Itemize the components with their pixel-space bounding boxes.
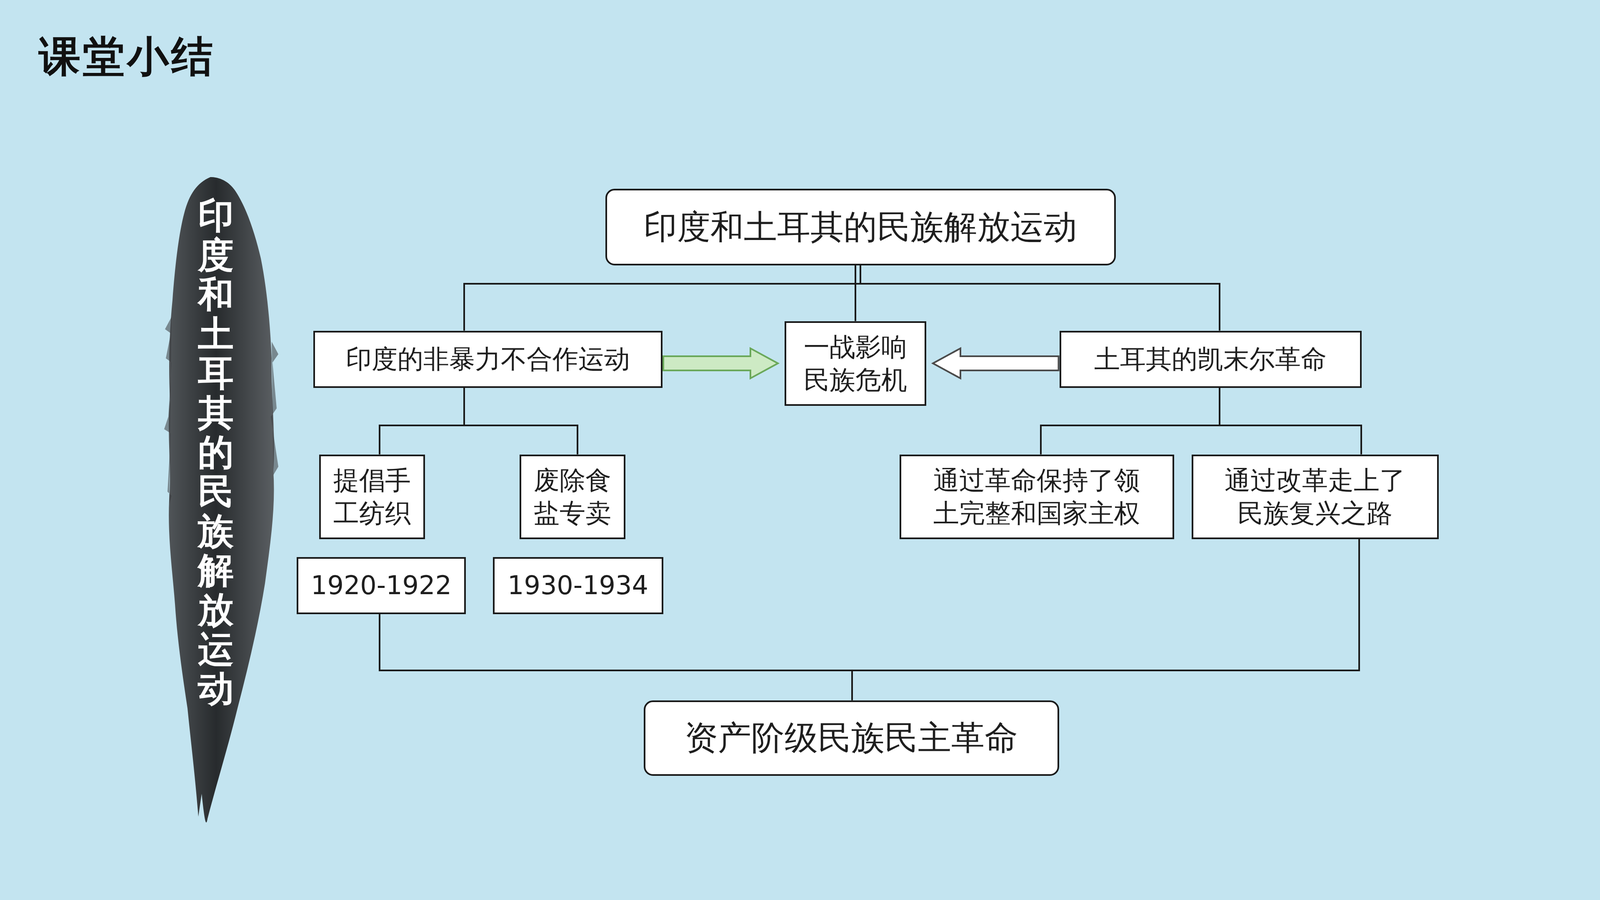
node-text: 资产阶级民族民主革命 [684, 716, 1018, 760]
tree-connector [852, 539, 1360, 701]
movement-box: 印度的非暴力不合作运动 [313, 330, 663, 388]
result-box: 通过改革走上了 民族复兴之路 [1191, 454, 1439, 540]
node-text: 一战影响 民族危机 [795, 330, 916, 397]
measure-box: 提倡手 工纺织 [319, 454, 425, 540]
tree-connector [854, 265, 857, 322]
result-box: 通过革命保持了领 土完整和国家主权 [899, 454, 1175, 540]
tree-connector [379, 387, 465, 455]
ink-brush-stroke [168, 177, 275, 823]
date-box: 1920-1922 [296, 557, 466, 615]
conclusion-box: 资产阶级民族民主革命 [643, 700, 1060, 776]
tree-connector [1040, 387, 1220, 455]
node-text: 土耳其的凯末尔革命 [1094, 342, 1327, 376]
node-text: 通过改革走上了 民族复兴之路 [1202, 463, 1428, 530]
node-text: 印度和土耳其的民族解放运动 [643, 205, 1078, 249]
tree-connector [379, 614, 853, 701]
node-text: 通过革命保持了领 土完整和国家主权 [910, 463, 1164, 530]
tree-connector [464, 387, 578, 455]
cause-box: 一战影响 民族危机 [784, 321, 927, 406]
topic-box: 印度和土耳其的民族解放运动 [605, 188, 1116, 266]
node-text: 1930-1934 [507, 568, 649, 602]
node-text: 1920-1922 [310, 568, 452, 602]
block-arrow [932, 348, 1059, 379]
block-arrow [663, 348, 778, 379]
slide-heading: 课堂小结 [38, 29, 216, 86]
node-text: 提倡手 工纺织 [330, 463, 415, 530]
tree-connector [1219, 387, 1362, 455]
vertical-heading: 印度和土耳其的民族解放运动 [197, 195, 234, 709]
measure-box: 废除食 盐专卖 [519, 454, 626, 540]
movement-box: 土耳其的凯末尔革命 [1059, 330, 1362, 388]
node-text: 印度的非暴力不合作运动 [345, 342, 630, 376]
node-text: 废除食 盐专卖 [530, 463, 615, 530]
date-box: 1930-1934 [492, 557, 664, 615]
